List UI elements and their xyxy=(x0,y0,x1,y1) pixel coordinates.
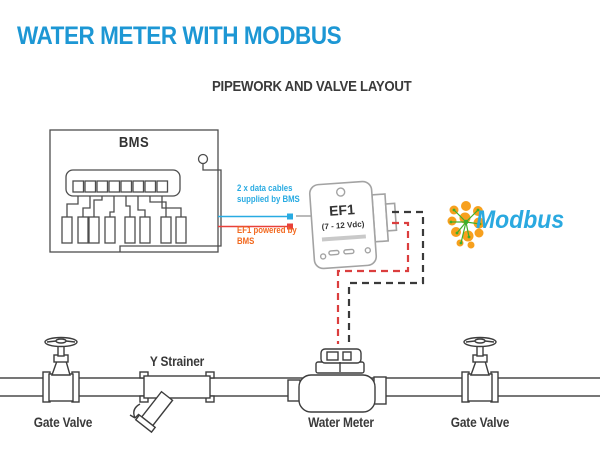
page-title: WATER METER WITH MODBUS xyxy=(17,22,342,50)
bms-antenna xyxy=(119,153,222,252)
data-cable-wire xyxy=(218,213,293,220)
y-strainer-label: Y Strainer xyxy=(149,353,205,369)
water-meter-symbol xyxy=(287,348,387,413)
ef1-connector-tip xyxy=(384,202,398,232)
data-cable-note: 2 x data cables supplied by BMS xyxy=(237,183,300,205)
ef1-device: EF1 (7 - 12 Vdc) xyxy=(308,180,398,270)
ef1-name-text: EF1 xyxy=(329,201,356,219)
page-subtitle: PIPEWORK AND VALVE LAYOUT xyxy=(212,78,412,95)
ef1-voltage-text: (7 - 12 Vdc) xyxy=(321,219,365,231)
modbus-wordmark: Modbus xyxy=(476,206,565,234)
bms-modules xyxy=(61,216,187,244)
gate-valve-left-symbol xyxy=(42,336,80,403)
gate-valve-right-label: Gate Valve xyxy=(450,414,510,430)
power-cable-wire xyxy=(218,223,293,230)
ef1-screw-right xyxy=(364,247,372,254)
y-strainer-symbol xyxy=(129,371,215,434)
ef1-fine-print xyxy=(321,234,366,242)
bms-terminal-strip xyxy=(72,180,169,193)
y-strainer-drain-arrow xyxy=(133,403,141,419)
gate-valve-right-symbol xyxy=(461,336,499,403)
water-meter-label: Water Meter xyxy=(308,414,374,430)
ef1-body xyxy=(308,180,378,270)
power-cable-note: EF1 powered by BMS xyxy=(237,225,297,247)
meter-cable-black xyxy=(347,210,425,344)
bms-box xyxy=(49,129,222,253)
ef1-slot-right xyxy=(343,248,355,255)
bms-wiring xyxy=(66,196,182,217)
meter-cable-red xyxy=(336,221,410,344)
bms-label: BMS xyxy=(118,135,150,151)
modbus-logo-icon xyxy=(447,201,485,249)
ef1-led-hole xyxy=(335,187,346,197)
ef1-screw-left xyxy=(319,253,327,260)
ef1-slot-left xyxy=(328,249,340,256)
gate-valve-left-label: Gate Valve xyxy=(33,414,93,430)
modbus-logo-network xyxy=(449,208,482,245)
y-strainer-leg xyxy=(134,390,174,434)
